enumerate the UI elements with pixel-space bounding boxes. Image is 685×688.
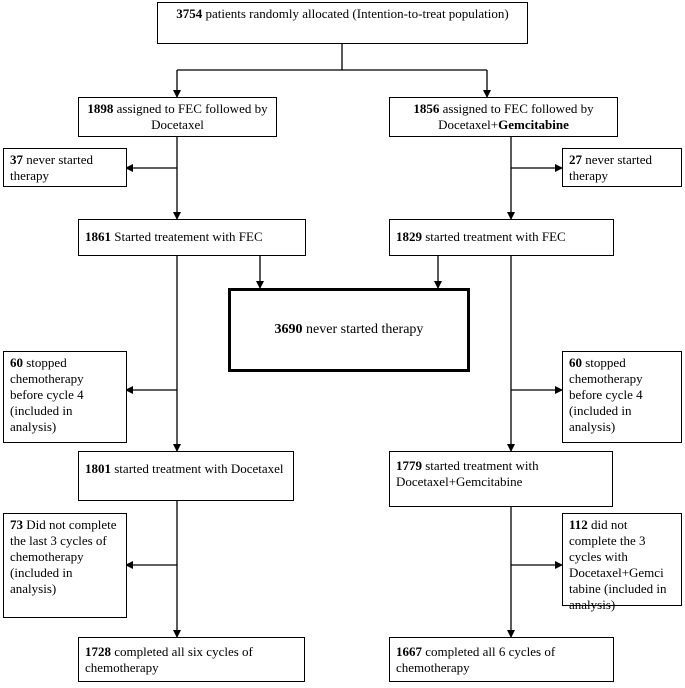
- right-stopped-box: 60 stopped chemotherapy before cycle 4 (…: [562, 351, 682, 443]
- right-started-doc-text: started treatment with Docetaxel+Gemcita…: [396, 458, 539, 489]
- left-stopped-box: 60 stopped chemotherapy before cycle 4 (…: [3, 351, 127, 443]
- left-assigned-count: 1898: [87, 101, 114, 116]
- right-never-text: never started therapy: [569, 152, 653, 183]
- right-completed-count: 1667: [396, 644, 422, 659]
- left-completed-count: 1728: [85, 644, 111, 659]
- right-never-box: 27 never started therapy: [562, 148, 682, 187]
- right-not-complete-box: 112 did not complete the 3 cycles with D…: [562, 513, 682, 612]
- left-started-fec-count: 1861: [85, 229, 111, 244]
- right-assigned-count: 1856: [413, 101, 440, 116]
- right-completed-text: completed all 6 cycles of chemotherapy: [396, 644, 556, 675]
- middle-box: 3690 never started therapy: [228, 288, 470, 372]
- left-completed-box: 1728 completed all six cycles of chemoth…: [78, 637, 305, 682]
- right-started-fec-box: 1829 started treatment with FEC: [389, 219, 614, 256]
- right-started-fec-count: 1829: [396, 229, 422, 244]
- left-never-text: never started therapy: [10, 152, 94, 183]
- right-stopped-count: 60: [569, 355, 582, 370]
- left-started-fec-text: Started treatement with FEC: [111, 229, 263, 244]
- left-assigned-text: assigned to FEC followed by Docetaxel: [113, 101, 268, 132]
- middle-count: 3690: [274, 322, 303, 337]
- left-not-complete-text: Did not complete the last 3 cycles of ch…: [10, 517, 117, 596]
- top-text: patients randomly allocated (Intention-t…: [202, 6, 509, 21]
- right-stopped-text: stopped chemotherapy before cycle 4 (inc…: [569, 355, 643, 434]
- top-box: 3754 patients randomly allocated (Intent…: [157, 2, 528, 44]
- left-started-doc-count: 1801: [85, 461, 111, 476]
- left-stopped-text: stopped chemotherapy before cycle 4 (inc…: [10, 355, 84, 434]
- right-started-doc-count: 1779: [396, 458, 422, 473]
- top-count: 3754: [176, 6, 203, 21]
- right-not-complete-text: did not complete the 3 cycles with Docet…: [569, 517, 667, 612]
- middle-text: never started therapy: [302, 322, 424, 337]
- right-assigned-box: 1856 assigned to FEC followed by Docetax…: [389, 97, 618, 137]
- right-assigned-bold-tail: Gemcitabine: [498, 117, 569, 132]
- right-completed-box: 1667 completed all 6 cycles of chemother…: [389, 637, 614, 682]
- left-started-doc-box: 1801 started treatment with Docetaxel: [78, 451, 294, 501]
- left-not-complete-count: 73: [10, 517, 23, 532]
- right-started-fec-text: started treatment with FEC: [422, 229, 566, 244]
- left-assigned-box: 1898 assigned to FEC followed by Docetax…: [78, 97, 277, 137]
- right-assigned-text: assigned to FEC followed by Docetaxel+: [438, 101, 594, 132]
- left-started-fec-box: 1861 Started treatement with FEC: [78, 219, 306, 256]
- left-started-doc-text: started treatment with Docetaxel: [111, 461, 284, 476]
- right-not-complete-count: 112: [569, 517, 588, 532]
- right-started-doc-box: 1779 started treatment with Docetaxel+Ge…: [389, 451, 613, 507]
- left-completed-text: completed all six cycles of chemotherapy: [85, 644, 253, 675]
- left-stopped-count: 60: [10, 355, 23, 370]
- left-not-complete-box: 73 Did not complete the last 3 cycles of…: [3, 513, 127, 618]
- right-never-count: 27: [569, 152, 582, 167]
- left-never-box: 37 never started therapy: [3, 148, 127, 187]
- left-never-count: 37: [10, 152, 23, 167]
